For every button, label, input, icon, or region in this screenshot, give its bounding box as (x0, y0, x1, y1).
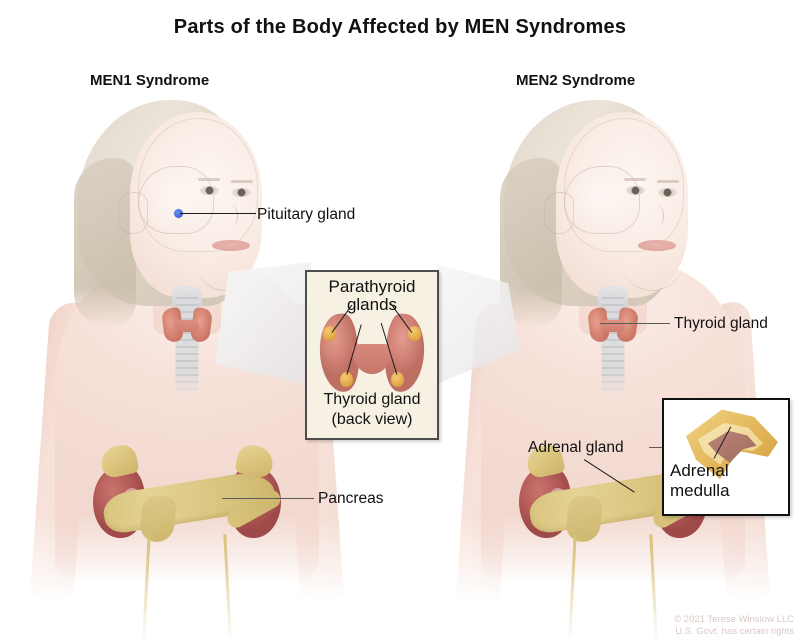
ureter-right (223, 533, 232, 639)
hair-back (74, 158, 136, 328)
skull-outline (564, 118, 684, 252)
inset-connector-thyroid (215, 262, 311, 386)
pancreas-head (138, 494, 178, 544)
pancreas-head (564, 494, 604, 544)
eye-left (626, 186, 645, 195)
label-adrenal-gland: Adrenal gland (528, 439, 624, 456)
label-pancreas: Pancreas (318, 490, 384, 507)
nose (224, 204, 238, 226)
thyroid-isthmus (175, 320, 199, 332)
chin (620, 258, 684, 291)
inset-adrenal-label-line2: medulla (670, 481, 730, 500)
ureter-left (568, 533, 577, 639)
inset-thyroid-top-label-line1: Parathyroid (328, 277, 416, 296)
parathyroid-gland-inferior-right (391, 372, 404, 387)
brain-outline (138, 166, 214, 234)
page-title: Parts of the Body Affected by MEN Syndro… (173, 16, 627, 38)
panel-title-men2: MEN2 Syndrome (516, 72, 636, 89)
copyright-line2: U.S. Govt. has certain rights (675, 625, 794, 637)
inset-thyroid-bottom-label-line2: (back view) (331, 410, 413, 428)
inset-thyroid-top-label-line2: glands (346, 295, 398, 314)
inset-thyroid-bottom-label-line1: Thyroid gland (323, 390, 421, 408)
leader-thyroid-gland (600, 323, 670, 325)
panel-title-men1: MEN1 Syndrome (90, 72, 210, 89)
eye-right (658, 188, 677, 197)
thyroid-back-view-graphic (317, 303, 427, 394)
inset-adrenal-label-line1: Adrenal (670, 461, 729, 480)
skull-outline (138, 118, 258, 252)
eye-left (200, 186, 219, 195)
eyebrow-right (657, 180, 679, 183)
leader-pituitary-gland (180, 213, 256, 215)
eye-right (232, 188, 251, 197)
copyright-line1: © 2021 Terese Winslow LLC (674, 613, 794, 625)
eyebrow-right (231, 180, 253, 183)
abdominal-organs (87, 438, 287, 639)
head (72, 100, 302, 328)
ureter-right (649, 533, 658, 639)
inset-thyroid-back-view: Parathyroid glands Thyroid gland (back v… (305, 270, 439, 440)
head (498, 100, 728, 328)
mouth (638, 240, 676, 251)
pituitary-gland-marker (174, 209, 183, 218)
nose (650, 204, 664, 226)
ear (118, 192, 148, 234)
parathyroid-gland-inferior-left (340, 372, 353, 387)
thyroid-isthmus (601, 320, 625, 332)
eyebrow-left (198, 178, 220, 181)
label-pituitary-gland: Pituitary gland (257, 206, 356, 223)
inset-adrenal-cross-section: Adrenal medulla (662, 398, 790, 516)
copyright-notice: © 2021 Terese Winslow LLC U.S. Govt. has… (674, 614, 794, 638)
leader-adrenal-gland-to-inset (649, 447, 673, 449)
eyebrow-left (624, 178, 646, 181)
ureter-left (142, 533, 151, 639)
ear (544, 192, 574, 234)
label-thyroid-gland: Thyroid gland (674, 315, 768, 332)
leader-pancreas (222, 498, 314, 500)
adrenal-cross-section-graphic (680, 408, 780, 482)
mouth (212, 240, 250, 251)
brain-outline (564, 166, 640, 234)
